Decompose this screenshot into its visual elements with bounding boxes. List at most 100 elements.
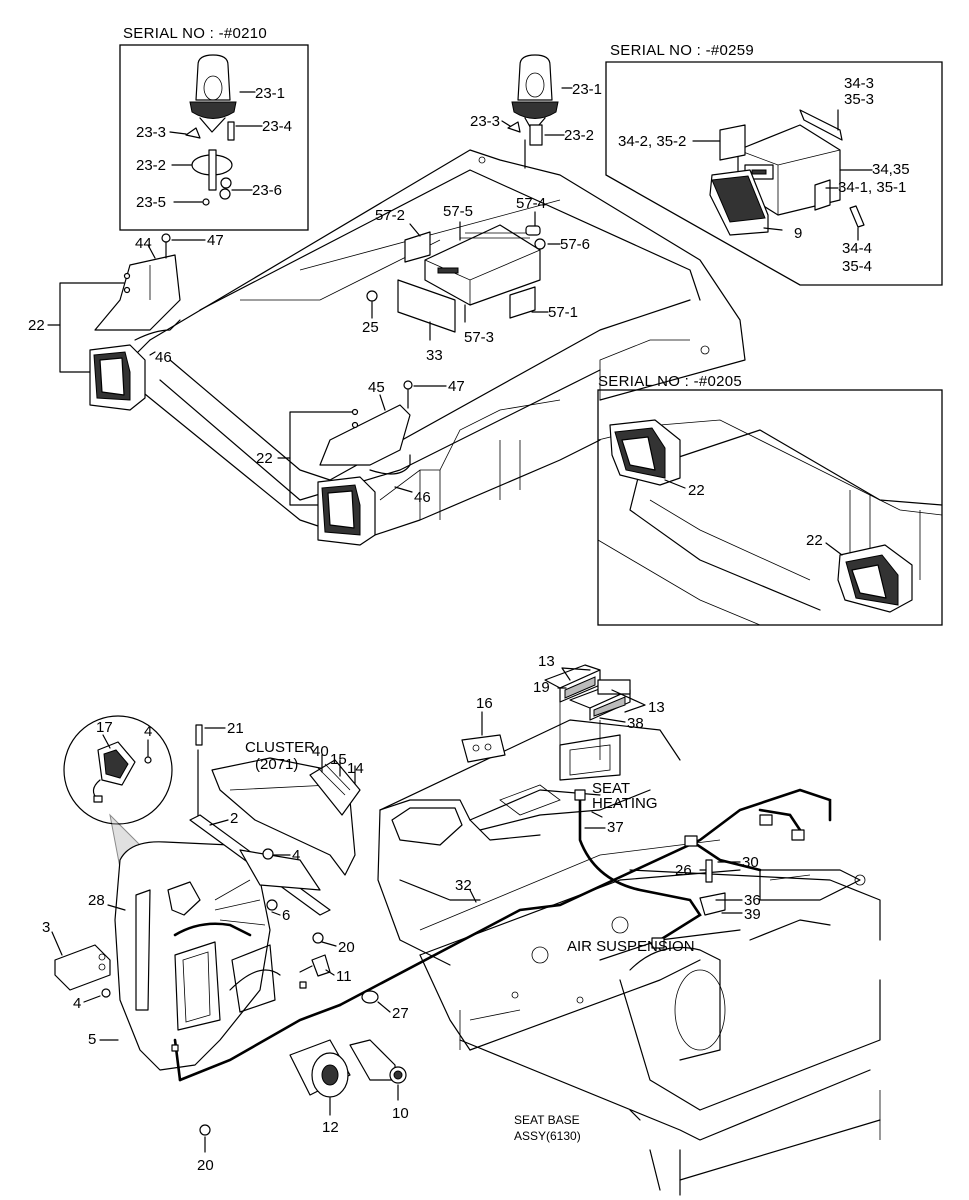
part-label-p-12: 12 — [322, 1119, 339, 1136]
part-label-b2-34-1: 34-1, 35-1 — [838, 179, 906, 196]
part-label-p-28: 28 — [88, 892, 105, 909]
part-label-b2-34-4: 34-4 — [842, 240, 872, 257]
work-lamp-icon — [609, 419, 681, 486]
part-label-b3-22b: 22 — [806, 532, 823, 549]
part-label-r-25: 25 — [362, 319, 379, 336]
roof-radio: 57-2 57-5 57-4 57-6 25 57-1 57-3 33 — [362, 195, 590, 364]
switch-16: 16 — [461, 695, 506, 763]
radio-unit-icon — [709, 124, 841, 236]
part-label-m-23-3: 23-3 — [470, 113, 500, 130]
part-label-b3-22a: 22 — [688, 482, 705, 499]
work-lamp-icon — [837, 544, 913, 613]
part-label-r-33: 33 — [426, 347, 443, 364]
note-seat-heating-2: HEATING — [592, 795, 658, 812]
roof-beacon: 23-1 23-3 23-2 — [470, 54, 602, 169]
note-seat-base-1: SEAT BASE — [514, 1113, 580, 1127]
part-label-c-19: 19 — [533, 679, 550, 696]
part-label-p-10: 10 — [392, 1105, 409, 1122]
part-label-c-26: 26 — [675, 862, 692, 879]
part-label-l-22b: 22 — [256, 450, 273, 467]
gauge-12 — [289, 1039, 351, 1098]
serial-0210-box: SERIAL NO : -#0210 23-1 23-3 23-4 23-2 2… — [119, 25, 309, 231]
radio-unit-icon — [424, 224, 541, 306]
note-cluster-code: (2071) — [255, 756, 298, 773]
part-label-l-46b: 46 — [414, 489, 431, 506]
serial-0205-heading: SERIAL NO : -#0205 — [598, 373, 742, 390]
part-label-r-57-4: 57-4 — [516, 195, 546, 212]
switch-group: 13 19 13 38 — [533, 653, 665, 781]
right-panel-parts: 20 11 27 12 10 20 — [197, 932, 409, 1174]
work-lamp-icon — [317, 476, 376, 546]
part-label-l-46a: 46 — [155, 349, 172, 366]
part-label-b2-34-2: 34-2, 35-2 — [618, 133, 686, 150]
part-label-p-20b: 20 — [197, 1157, 214, 1174]
harness-routing: SEAT HEATING 37 30 26 36 39 AIR SUSPENSI… — [338, 780, 832, 1143]
part-label-l-47b: 47 — [448, 378, 465, 395]
part-label-p-27: 27 — [392, 1005, 409, 1022]
part-label-l-45: 45 — [368, 379, 385, 396]
part-label-b2-35-3: 35-3 — [844, 91, 874, 108]
part-label-p-17: 17 — [96, 719, 113, 736]
part-label-r-57-5: 57-5 — [443, 203, 473, 220]
work-lamp-icon — [89, 344, 146, 411]
part-label-p-20a: 20 — [338, 939, 355, 956]
part-label-c-36: 36 — [744, 892, 761, 909]
part-label-c-32: 32 — [455, 877, 472, 894]
part-label-b1-23-5: 23-5 — [136, 194, 166, 211]
part-label-m-23-1: 23-1 — [572, 81, 602, 98]
rocker-switch-icon — [544, 664, 601, 703]
note-air-suspension: AIR SUSPENSION — [567, 938, 695, 955]
part-label-c-16: 16 — [476, 695, 493, 712]
part-label-r-57-1: 57-1 — [548, 304, 578, 321]
part-label-p-15: 15 — [330, 751, 347, 768]
part-label-p-2: 2 — [230, 810, 238, 827]
part-label-p-21: 21 — [227, 720, 244, 737]
part-label-l-22a: 22 — [28, 317, 45, 334]
front-left-work-lamp: 47 44 22 46 — [28, 232, 224, 411]
beacon-icon — [511, 54, 559, 133]
serial-0259-heading: SERIAL NO : -#0259 — [610, 42, 754, 59]
note-cluster: CLUSTER — [245, 739, 315, 756]
part-label-l-47a: 47 — [207, 232, 224, 249]
serial-0210-heading: SERIAL NO : -#0210 — [123, 25, 267, 42]
part-label-b1-23-1: 23-1 — [255, 85, 285, 102]
part-label-l-44: 44 — [135, 235, 152, 252]
cluster-mount: CLUSTER (2071) 40 15 14 21 2 4 6 — [189, 720, 364, 924]
part-label-p-4b: 4 — [292, 847, 300, 864]
part-label-b2-9: 9 — [794, 225, 802, 242]
detail-circle — [63, 715, 173, 825]
part-label-r-57-3: 57-3 — [464, 329, 494, 346]
serial-0205-box: SERIAL NO : -#0205 22 22 — [597, 373, 943, 626]
part-label-b1-23-3: 23-3 — [136, 124, 166, 141]
front-right-work-lamp: 47 45 22 46 — [256, 378, 465, 546]
part-label-r-57-2: 57-2 — [375, 207, 405, 224]
part-label-p-40: 40 — [312, 743, 329, 760]
part-label-c-30: 30 — [742, 854, 759, 871]
part-label-c-38: 38 — [627, 715, 644, 732]
part-label-m-23-2: 23-2 — [564, 127, 594, 144]
part-label-b1-23-4: 23-4 — [262, 118, 292, 135]
part-label-c-13a: 13 — [538, 653, 555, 670]
part-label-p-11: 11 — [336, 968, 352, 985]
part-label-p-14: 14 — [347, 760, 364, 777]
part-label-c-37: 37 — [607, 819, 624, 836]
part-label-b2-34-35: 34,35 — [872, 161, 910, 178]
serial-0259-box: SERIAL NO : -#0259 34-3 35-3 34-2, 35-2 … — [605, 42, 943, 286]
beacon-icon — [189, 54, 237, 133]
lighter-10 — [349, 1039, 407, 1084]
console-assembly — [377, 719, 881, 1196]
part-label-p-4a: 4 — [144, 723, 152, 740]
part-label-c-39: 39 — [744, 906, 761, 923]
part-label-p-3: 3 — [42, 919, 50, 936]
note-seat-base-2: ASSY(6130) — [514, 1129, 581, 1143]
part-label-b1-23-2: 23-2 — [136, 157, 166, 174]
part-label-p-4c: 4 — [73, 995, 81, 1012]
part-label-c-13b: 13 — [648, 699, 665, 716]
part-label-p-6: 6 — [282, 907, 290, 924]
part-label-r-57-6: 57-6 — [560, 236, 590, 253]
note-seat-heating-1: SEAT — [592, 780, 630, 797]
bracket-3: 3 4 — [42, 919, 111, 1012]
side-control-panel: 17 4 28 5 — [63, 715, 342, 1082]
part-label-p-5: 5 — [88, 1031, 96, 1048]
